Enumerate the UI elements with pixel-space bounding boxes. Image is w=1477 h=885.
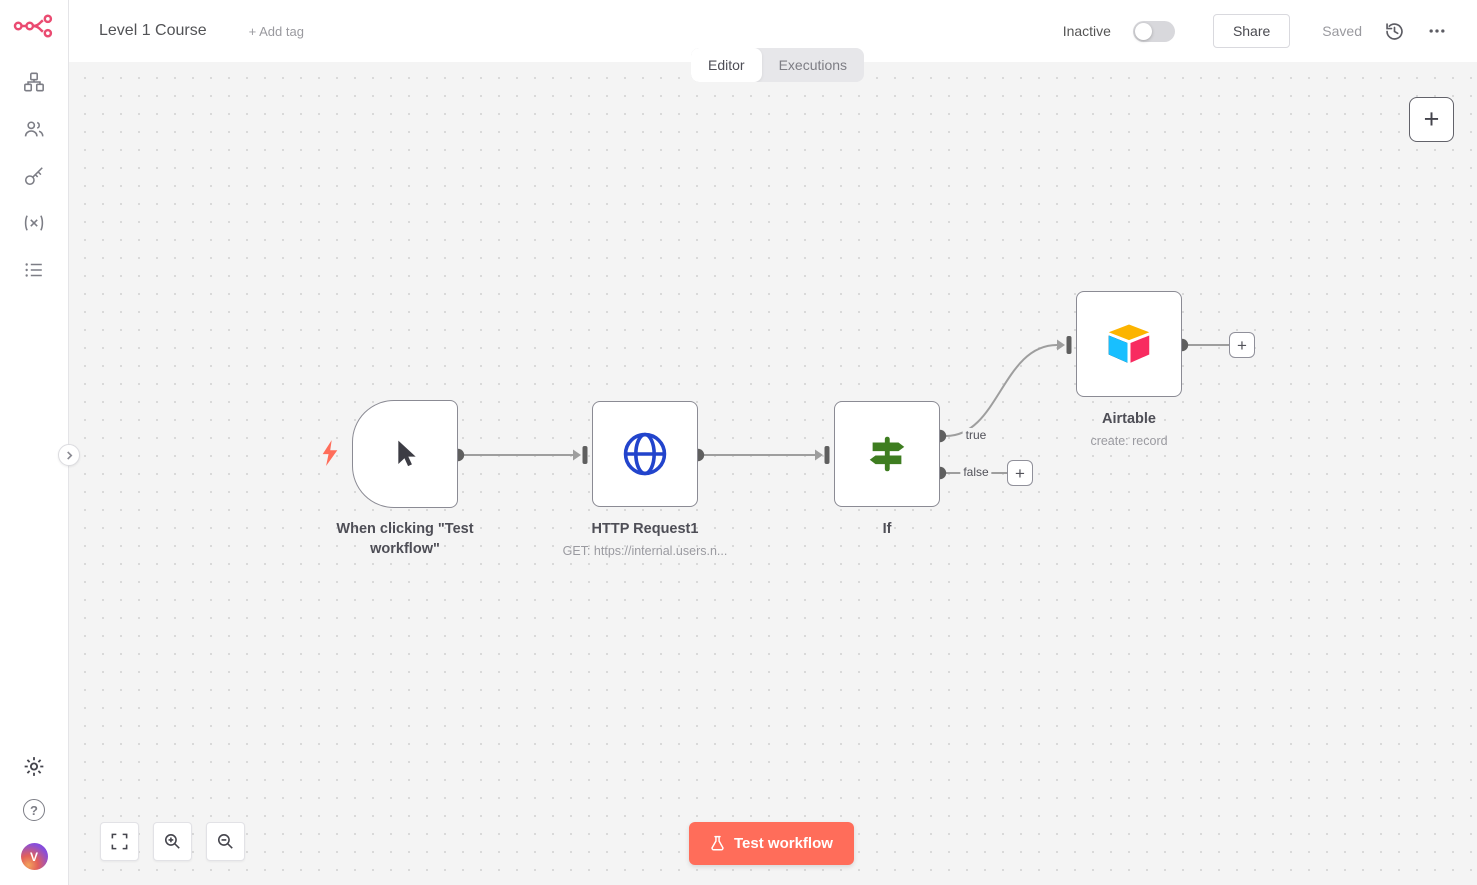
history-icon: [1386, 22, 1403, 40]
workflows-icon: [24, 72, 44, 92]
chevron-right-icon: [66, 450, 72, 460]
ellipsis-icon: [1429, 29, 1445, 33]
n8n-logo[interactable]: [13, 13, 55, 44]
gear-icon: [24, 756, 44, 776]
sidebar-item-executions[interactable]: [23, 259, 45, 281]
node-manual-trigger[interactable]: [352, 400, 458, 508]
add-node-false-branch-button[interactable]: +: [1007, 460, 1033, 486]
branch-label-true: true: [962, 428, 990, 442]
sidebar-nav: [23, 71, 45, 281]
open-node-panel-button[interactable]: +: [1409, 97, 1454, 142]
add-tag-button[interactable]: + Add tag: [248, 23, 304, 39]
variables-icon: [24, 215, 44, 231]
tab-editor[interactable]: Editor: [691, 48, 762, 82]
canvas-controls: [100, 822, 245, 861]
node-label-if: If: [882, 521, 892, 537]
workflow-canvas[interactable]: true false When clicking: [69, 62, 1477, 885]
signpost-icon: [869, 436, 905, 472]
branch-label-false: false: [960, 465, 992, 479]
node-label-trigger: When clicking "Test workflow": [336, 521, 474, 557]
trigger-bolt-icon: [321, 439, 339, 472]
test-workflow-label: Test workflow: [734, 835, 833, 852]
sidebar-bottom: ? V: [20, 755, 48, 870]
list-icon: [25, 263, 42, 277]
n8n-logo-icon: [13, 14, 53, 38]
zoom-in-icon: [164, 833, 180, 849]
sidebar-collapse-button[interactable]: [58, 444, 80, 466]
zoom-out-icon: [217, 833, 233, 849]
airtable-icon: [1108, 324, 1150, 363]
saved-indicator: Saved: [1322, 23, 1362, 39]
test-workflow-button[interactable]: Test workflow: [689, 822, 854, 865]
tab-executions[interactable]: Executions: [778, 57, 848, 73]
zoom-in-button[interactable]: [153, 822, 192, 861]
key-icon: [24, 167, 43, 186]
more-menu-button[interactable]: [1427, 21, 1447, 41]
workflow-title[interactable]: Level 1 Course: [99, 22, 207, 39]
toggle-knob: [1134, 22, 1152, 40]
zoom-out-button[interactable]: [206, 822, 245, 861]
cursor-icon: [398, 440, 416, 467]
sidebar-item-credentials[interactable]: [23, 165, 45, 187]
activation-toggle[interactable]: [1132, 20, 1175, 42]
user-avatar[interactable]: V: [20, 843, 48, 870]
node-label-airtable: Airtable create: record: [1090, 411, 1168, 448]
users-icon: [24, 121, 44, 137]
sidebar-item-variables[interactable]: [23, 212, 45, 234]
settings-button[interactable]: [23, 755, 45, 777]
sidebar: ? V: [0, 0, 69, 885]
fit-view-button[interactable]: [100, 822, 139, 861]
globe-icon: [623, 432, 667, 476]
node-http-request[interactable]: [592, 401, 698, 507]
activation-status-label: Inactive: [1062, 23, 1111, 39]
fit-view-icon: [111, 833, 128, 850]
sidebar-item-users[interactable]: [23, 118, 45, 140]
node-label-http: HTTP Request1 GET: https://internal.user…: [562, 521, 728, 558]
connection-wires: [451, 336, 1229, 480]
add-node-airtable-output-button[interactable]: +: [1229, 332, 1255, 358]
history-button[interactable]: [1384, 21, 1405, 42]
node-airtable[interactable]: [1076, 291, 1182, 397]
sidebar-item-workflows[interactable]: [23, 71, 45, 93]
help-button[interactable]: ?: [23, 799, 45, 821]
node-if[interactable]: [834, 401, 940, 507]
view-tabs: Editor Executions: [691, 48, 865, 82]
header-actions: Inactive Share Saved: [1063, 14, 1447, 48]
share-button[interactable]: Share: [1212, 14, 1291, 48]
flask-icon: [711, 835, 724, 851]
